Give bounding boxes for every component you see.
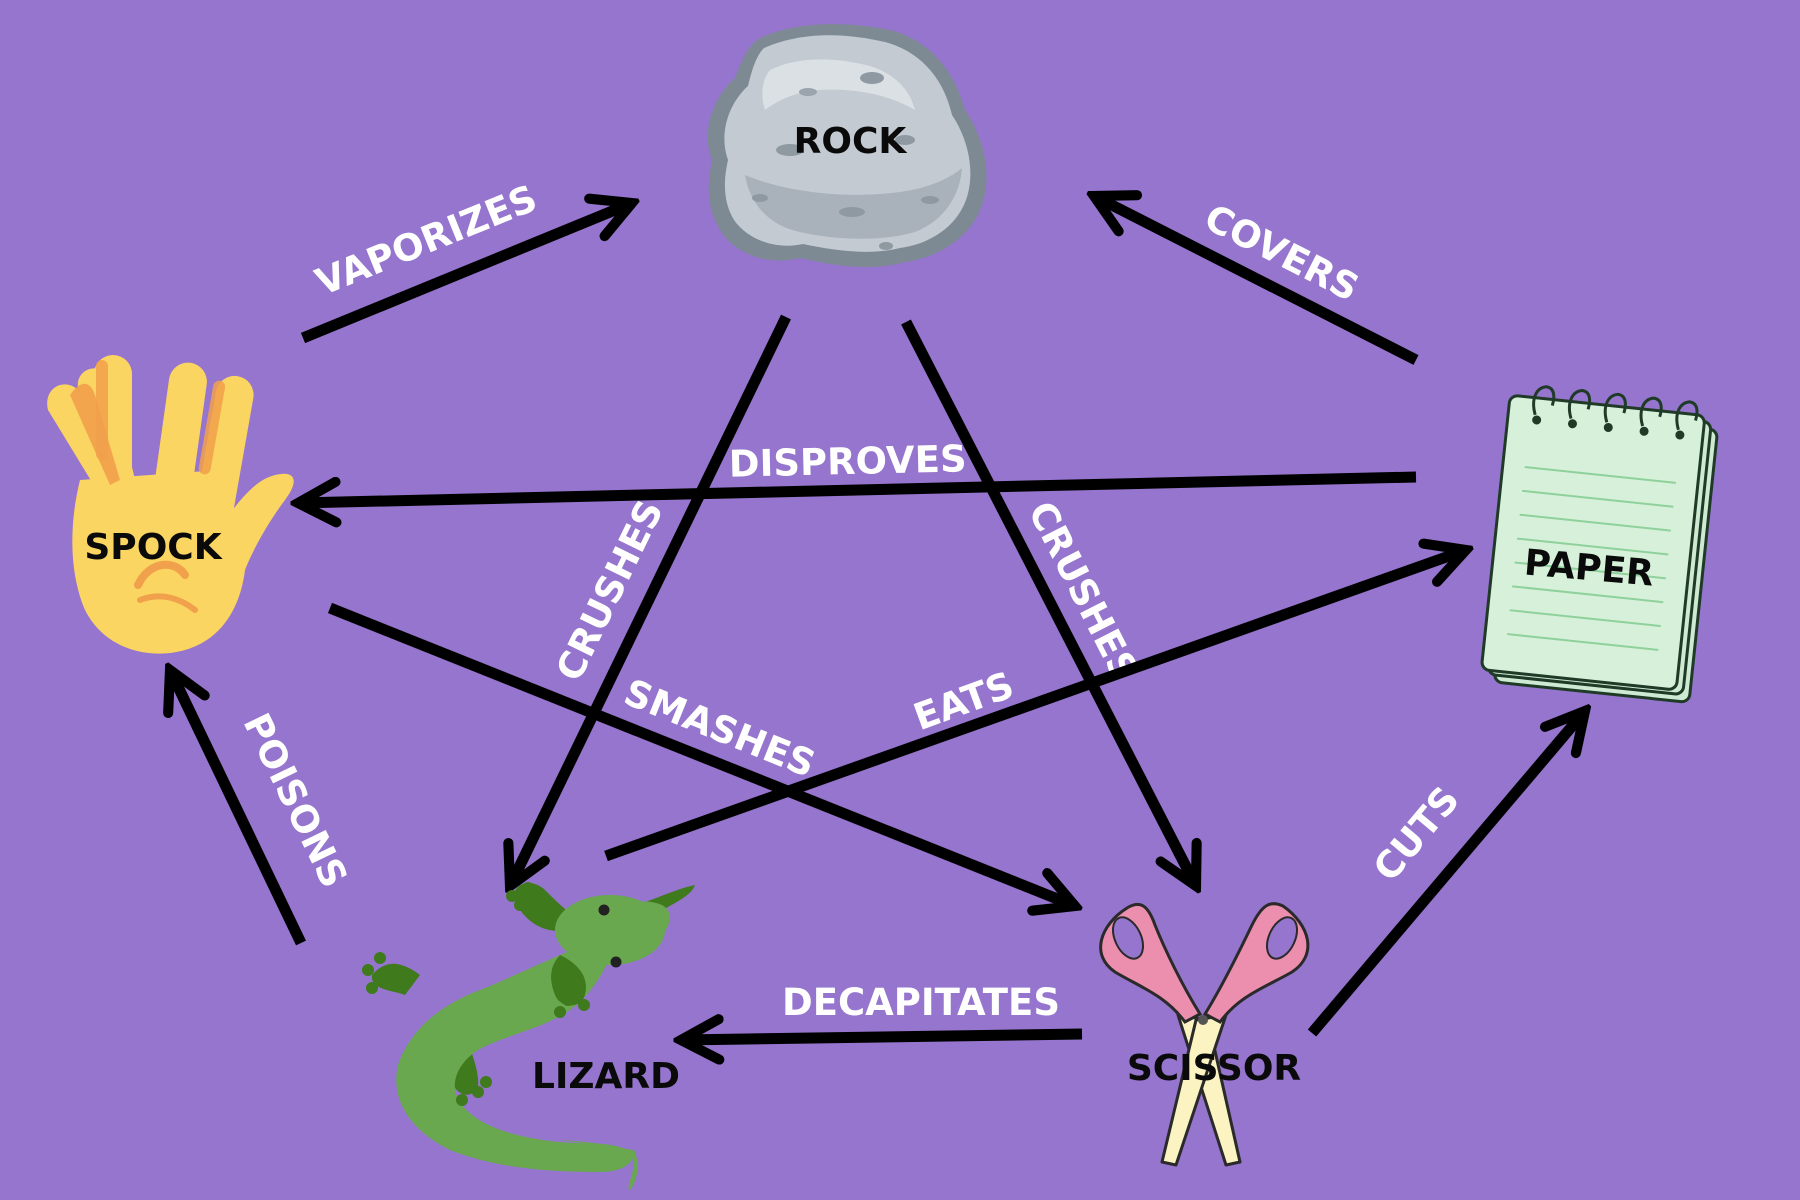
node-label-rock: ROCK [794,121,908,162]
edge-label-decapitates: DECAPITATES [782,981,1060,1024]
arrow-paper-to-rock [1094,196,1419,365]
edge-label-poisons: POISONS [235,707,356,895]
edge-crushes-lizard: CRUSHES [510,314,791,886]
scissors-icon [1099,902,1310,1167]
arrow-scissor-to-lizard [681,1034,1083,1040]
node-label-spock: SPOCK [84,527,222,568]
edge-smashes: SMASHES [327,602,1075,906]
edge-decapitates: DECAPITATES [681,981,1083,1040]
node-spock: SPOCK [47,355,294,654]
arrow-scissor-to-paper [1307,711,1585,1037]
arrow-spock-to-scissor [327,602,1075,906]
edge-cuts: CUTS [1307,711,1585,1037]
edge-label-disproves: DISPROVES [728,437,967,485]
node-rock: ROCK [707,24,987,267]
arrow-spock-to-rock [300,203,632,344]
edge-crushes-scissor: CRUSHES [901,319,1196,886]
arrow-lizard-to-spock [170,670,306,946]
node-label-lizard: LIZARD [532,1056,680,1097]
edge-disproves: DISPROVES [298,437,1417,503]
edge-covers: COVERS [1094,196,1419,365]
arrow-rock-to-lizard [510,314,791,886]
notepad-icon [1480,385,1719,704]
edge-eats: EATS [604,550,1466,862]
edges: VAPORIZES COVERS DISPROVES CRUSHES CRUSH… [170,177,1585,1040]
lizard-icon [362,882,695,1190]
arrow-rock-to-scissor [901,319,1196,886]
node-lizard: LIZARD [362,882,695,1190]
node-paper: PAPER [1480,385,1719,704]
node-label-scissor: SCISSOR [1127,1048,1301,1089]
edge-poisons: POISONS [170,670,356,946]
arrow-lizard-to-paper [604,550,1466,862]
node-scissor: SCISSOR [1099,902,1310,1167]
arrow-paper-to-spock [298,471,1417,503]
vulcan-salute-hand-icon [47,355,294,654]
edge-vaporizes: VAPORIZES [300,177,632,344]
rock-icon [707,24,987,267]
